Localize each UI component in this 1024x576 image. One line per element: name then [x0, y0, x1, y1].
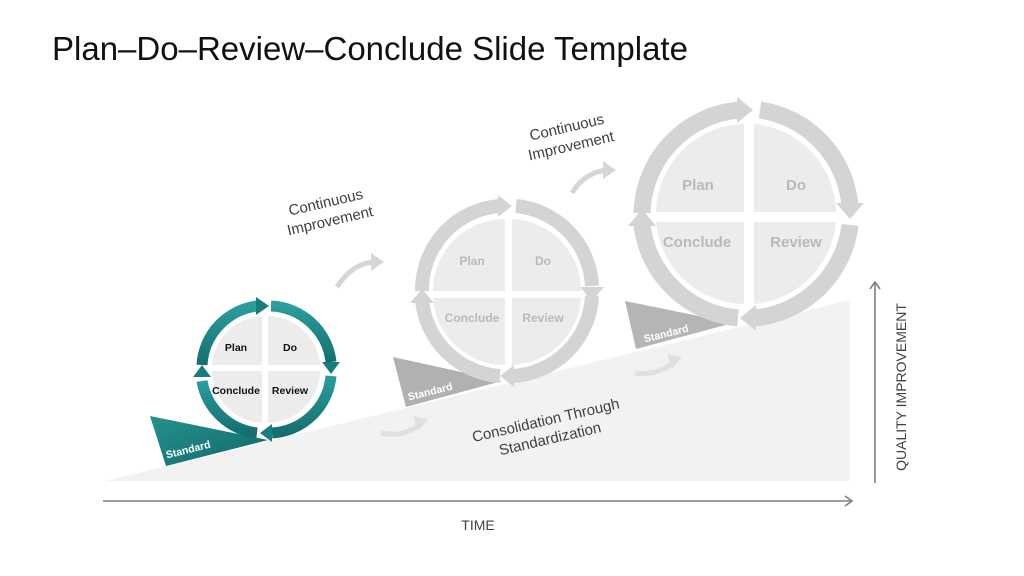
pdrc-cycle-2: Plan Do Conclude Review	[410, 195, 604, 387]
pdrc-cycle-1: Plan Do Conclude Review	[193, 297, 340, 442]
time-axis-label: TIME	[461, 517, 494, 533]
continuous-improvement-note-2: Continuous Improvement	[527, 111, 617, 164]
slide-title: Plan–Do–Review–Conclude Slide Template	[52, 30, 688, 67]
cycle-3-review: Review	[770, 234, 822, 251]
standard-wedge-1: Standard	[150, 416, 268, 466]
quality-axis-label: QUALITY IMPROVEMENT	[893, 303, 909, 471]
cycle-3-ring	[633, 101, 859, 327]
consolidation-arrow-1	[380, 416, 428, 437]
cycle-1-ring	[196, 300, 337, 439]
consolidation-slope	[105, 300, 850, 481]
cycle-3-arrowheads	[628, 97, 864, 331]
cycle-1-do: Do	[283, 342, 297, 354]
cycle-1-plan: Plan	[225, 342, 247, 354]
cycle-1-cells	[212, 316, 320, 423]
cycle-1-arrowheads	[193, 297, 340, 442]
continuous-improvement-note-1: Continuous Improvement	[286, 186, 376, 239]
cycle-3-conclude: Conclude	[663, 234, 731, 251]
time-axis	[103, 495, 854, 507]
consolidation-arrow-2	[634, 354, 682, 376]
cycle-2-arrowheads	[410, 195, 604, 387]
continuous-improvement-arrow-1	[334, 253, 384, 289]
pdrc-cycle-3: Plan Do Conclude Review	[628, 97, 864, 331]
continuous-improvement-arrow-2	[569, 161, 616, 195]
cycle-2-do: Do	[535, 254, 551, 268]
cycle-2-review: Review	[522, 311, 564, 325]
quality-axis	[869, 280, 881, 483]
cycle-3-plan: Plan	[682, 177, 714, 194]
cycle-3-do: Do	[786, 177, 806, 194]
cycle-2-plan: Plan	[459, 254, 484, 268]
cycle-2-ring	[414, 199, 599, 383]
cycle-3-cells	[656, 124, 836, 304]
cycle-1-conclude: Conclude	[212, 385, 260, 397]
cycle-2-cells	[433, 219, 581, 366]
cycle-2-conclude: Conclude	[445, 311, 500, 325]
cycle-1-review: Review	[272, 385, 309, 397]
